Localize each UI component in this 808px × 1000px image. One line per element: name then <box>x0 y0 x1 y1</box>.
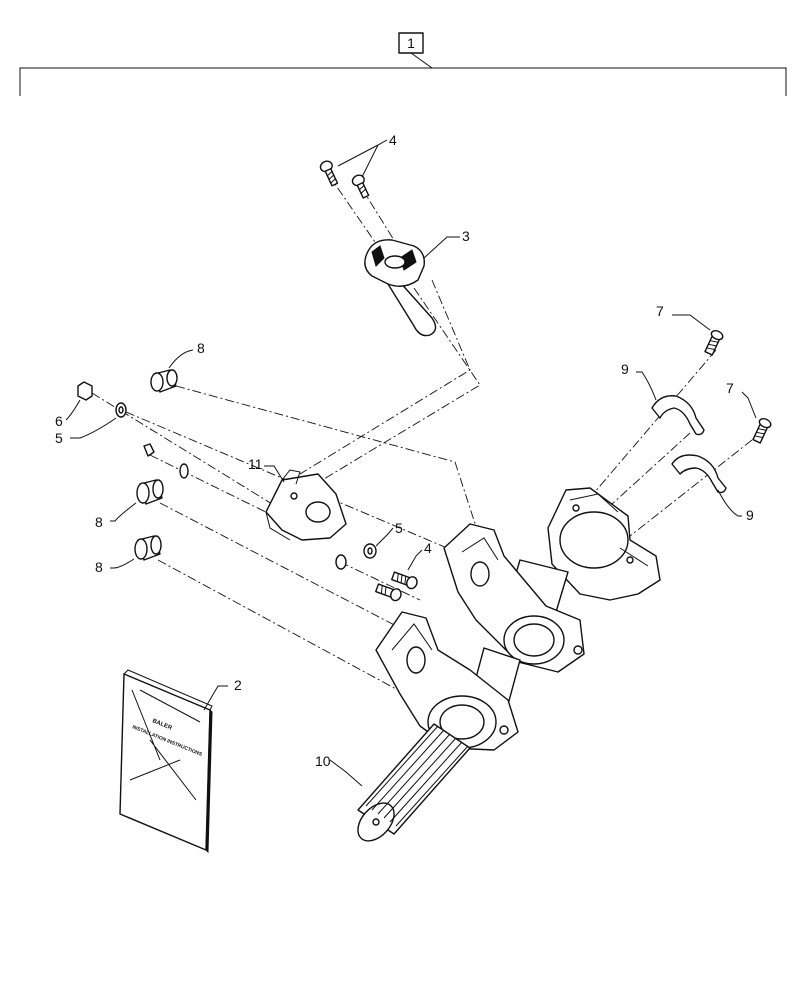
clip-bottom: 9 <box>671 454 754 523</box>
upper-housing-details <box>569 493 649 567</box>
screw-right-mid-callout: 7 <box>726 380 734 396</box>
screw-right-top-callout: 7 <box>656 303 664 319</box>
dashline-screw-mid <box>624 439 753 541</box>
bracket-ear <box>281 469 301 485</box>
shaft-callout: 10 <box>315 753 331 769</box>
manual-callout: 2 <box>234 677 242 693</box>
bolt-top-b <box>351 174 370 199</box>
middle-housing-ear <box>461 537 499 561</box>
bracket-body <box>265 473 347 541</box>
bolt-top-a <box>319 160 339 187</box>
manual-top-edge <box>123 669 213 711</box>
bracket-callout: 11 <box>248 456 263 472</box>
clip-bottom-callout: 9 <box>746 507 754 523</box>
sensor-assembly: 3 <box>364 228 470 337</box>
bushing-mid-leader <box>110 502 137 522</box>
dashline-small-washer <box>149 454 283 521</box>
bolt-bracket-b <box>375 583 402 602</box>
dashline-sensor-b <box>299 279 471 475</box>
clip-top: 9 <box>621 361 705 436</box>
washer-left-callout: 5 <box>55 430 63 446</box>
small-washer-right <box>335 554 347 570</box>
bracket-hole <box>305 501 331 523</box>
mounting-bracket: 11 <box>248 456 347 541</box>
bushing-mid-callout: 8 <box>95 514 103 530</box>
assembly-lines <box>91 173 753 703</box>
dashline-bushing-top <box>175 385 483 546</box>
clip-top-callout: 9 <box>621 361 629 377</box>
manual-leader <box>203 685 228 711</box>
bolt-bracket: 4 <box>375 540 432 602</box>
bushing-low-callout: 8 <box>95 559 103 575</box>
dashline-screw-top <box>587 349 717 501</box>
assembly-bracket-line <box>19 52 787 96</box>
lower-housing-ear <box>391 623 433 651</box>
dashline-sensor-a <box>318 287 481 483</box>
clip-bottom-body <box>671 454 727 494</box>
shaft-leader <box>329 759 363 787</box>
clip-top-body <box>651 395 705 436</box>
dashline-washer <box>125 411 467 557</box>
bushing-low-leader <box>110 558 135 569</box>
shaft-splines <box>365 725 469 827</box>
manual-spine <box>205 708 213 854</box>
upper-housing-bore <box>559 511 629 569</box>
sensor-port <box>384 255 406 269</box>
bolt-bracket-callout: 4 <box>424 540 432 556</box>
nut-callout: 6 <box>55 413 63 429</box>
bolt-top-callout: 4 <box>389 132 397 148</box>
manual-cover <box>119 673 211 851</box>
middle-housing-hole <box>470 561 490 587</box>
clip-bottom-leader <box>717 489 742 517</box>
screw-right-mid-leader <box>741 391 757 419</box>
nut: 6 <box>55 381 93 429</box>
bracket-edge <box>265 511 291 541</box>
screw-right-top-leader <box>672 314 711 331</box>
bolt-top-leader <box>337 139 388 178</box>
small-washers <box>143 443 347 570</box>
driveline-assembly: 10 <box>315 487 661 842</box>
bolt-bracket-leader <box>407 549 423 571</box>
sensor-leader <box>423 236 460 259</box>
assembly-bracket: 1 <box>19 32 787 96</box>
dashline-clip-top <box>599 432 691 516</box>
bolt-pair-top: 4 <box>319 132 397 199</box>
bushing-top: 8 <box>150 340 205 393</box>
sensor-callout: 3 <box>462 228 470 244</box>
sensor-body <box>387 279 437 337</box>
washer-left: 5 <box>55 402 127 446</box>
bushing-low: 8 <box>95 535 162 575</box>
manual-scribbles <box>129 689 201 801</box>
bushing-top-leader <box>168 349 194 369</box>
assembly-callout-label: 1 <box>407 35 415 51</box>
small-washer <box>179 463 189 479</box>
bushing-top-callout: 8 <box>197 340 205 356</box>
nut-leader <box>65 399 81 421</box>
screw-right-top: 7 <box>656 303 724 356</box>
washer-right-leader <box>375 527 394 547</box>
dashline-bushing-low <box>157 559 421 703</box>
washer-left-leader <box>70 417 117 439</box>
splined-shaft <box>357 723 471 842</box>
dashline-bushing-mid <box>159 502 405 631</box>
lower-housing-hole <box>406 646 426 674</box>
screw-right-mid: 7 <box>726 380 772 444</box>
bushing-mid: 8 <box>95 479 164 530</box>
clip-top-leader <box>636 371 657 401</box>
bolt-bracket-a <box>391 571 418 590</box>
washer-right-callout: 5 <box>395 520 403 536</box>
washer-right: 5 <box>363 520 403 559</box>
dashline-nut <box>91 392 299 521</box>
sensor-clip-a <box>371 245 385 267</box>
bracket-leader <box>264 465 285 483</box>
small-spring-washer <box>143 443 155 457</box>
instruction-manual: BALER INSTALLATION INSTRUCTIONS 2 <box>119 669 242 854</box>
dashline-bracket-bolt <box>339 561 421 601</box>
